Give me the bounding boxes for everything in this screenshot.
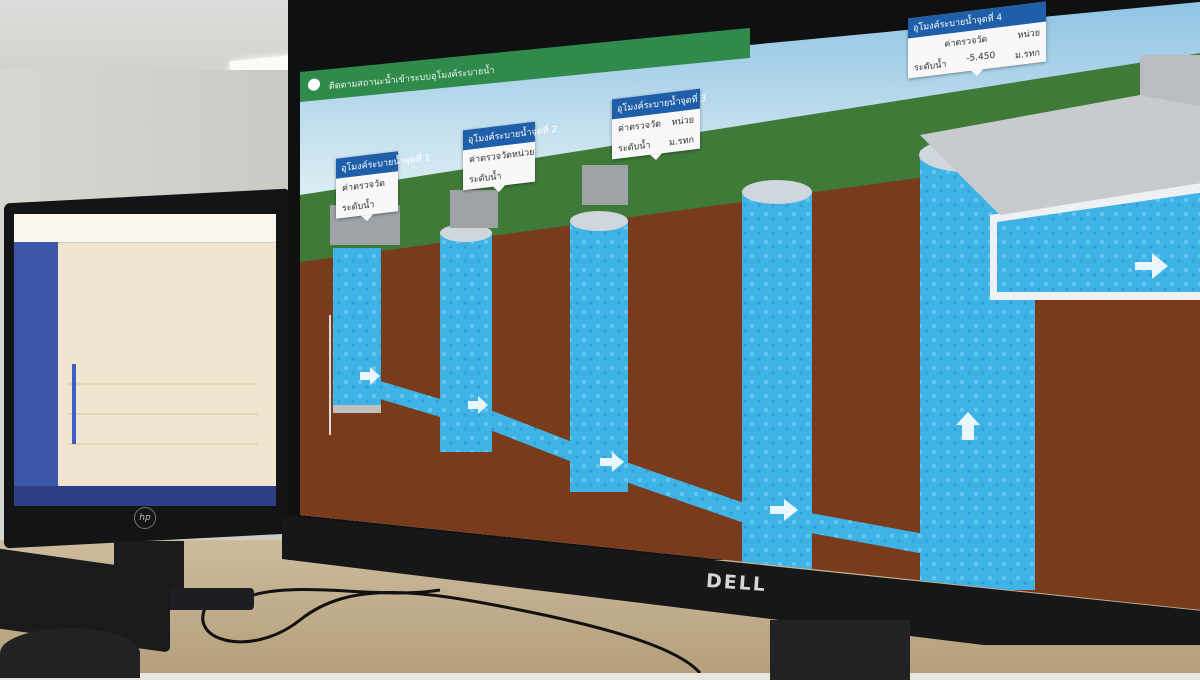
secondary-monitor: hp	[4, 188, 290, 610]
app-logo-icon	[308, 78, 320, 92]
dashboard-chart	[68, 383, 258, 445]
station-card-col-unit: หน่วย	[511, 147, 535, 161]
station-card-col-unit: หน่วย	[1017, 28, 1040, 42]
station-card-col-value: ค่าตรวจวัด	[342, 178, 385, 195]
browser-toolbar	[14, 214, 276, 243]
main-monitor-screen	[300, 0, 1200, 610]
flow-arrow-right-icon	[468, 396, 488, 414]
station-card: อุโมงค์ระบายน้ำจุดที่ 2 ค่าตรวจวัดหน่วย …	[463, 121, 557, 193]
chart-bar	[72, 364, 76, 444]
station-card-col-value: ค่าตรวจวัด	[618, 119, 661, 135]
station-card-col-value: ค่าตรวจวัด	[944, 34, 988, 51]
station-card: อุโมงค์ระบายน้ำจุดที่ 3 ค่าตรวจวัดหน่วย …	[612, 88, 706, 161]
station-card-row-label: ระดับน้ำ	[469, 171, 502, 186]
station-card-col-unit: หน่วย	[671, 115, 694, 129]
dell-logo: DELL	[705, 569, 768, 597]
station-card-value: -5.450	[966, 50, 996, 65]
shaft-1	[333, 248, 381, 413]
taskbar	[14, 486, 276, 506]
gate-structure	[330, 55, 1200, 245]
station-card-row-label: ระดับน้ำ	[914, 59, 947, 74]
grass-strip	[300, 50, 1200, 265]
tunnel-segment	[620, 460, 750, 525]
tunnel-segment	[485, 408, 580, 465]
station-card-unit: ม.รทก	[1014, 48, 1040, 62]
station-card: อุโมงค์ระบายน้ำจุดที่ 1 ค่าตรวจวัด ระดับ…	[336, 151, 430, 222]
station-card-row-label: ระดับน้ำ	[618, 140, 651, 155]
flow-arrow-right-icon	[1135, 253, 1168, 279]
flow-arrow-right-icon	[770, 499, 798, 521]
main-monitor-stand	[770, 620, 910, 680]
flow-arrow-right-icon	[600, 452, 624, 472]
station-card-row-label: ระดับน้ำ	[342, 200, 375, 215]
app-sidebar	[14, 242, 58, 506]
mouse	[0, 628, 140, 678]
secondary-monitor-screen	[14, 214, 276, 506]
tunnel-scada-diagram	[300, 50, 1200, 610]
tunnel-segment	[370, 378, 450, 420]
station-card-unit: ม.รทก	[668, 135, 694, 149]
tunnel-segment	[805, 512, 930, 555]
station-card-col-value: ค่าตรวจวัด	[469, 150, 512, 166]
hp-logo: hp	[134, 507, 156, 529]
flow-arrow-up-icon	[956, 412, 980, 440]
flow-arrow-right-icon	[360, 367, 380, 385]
